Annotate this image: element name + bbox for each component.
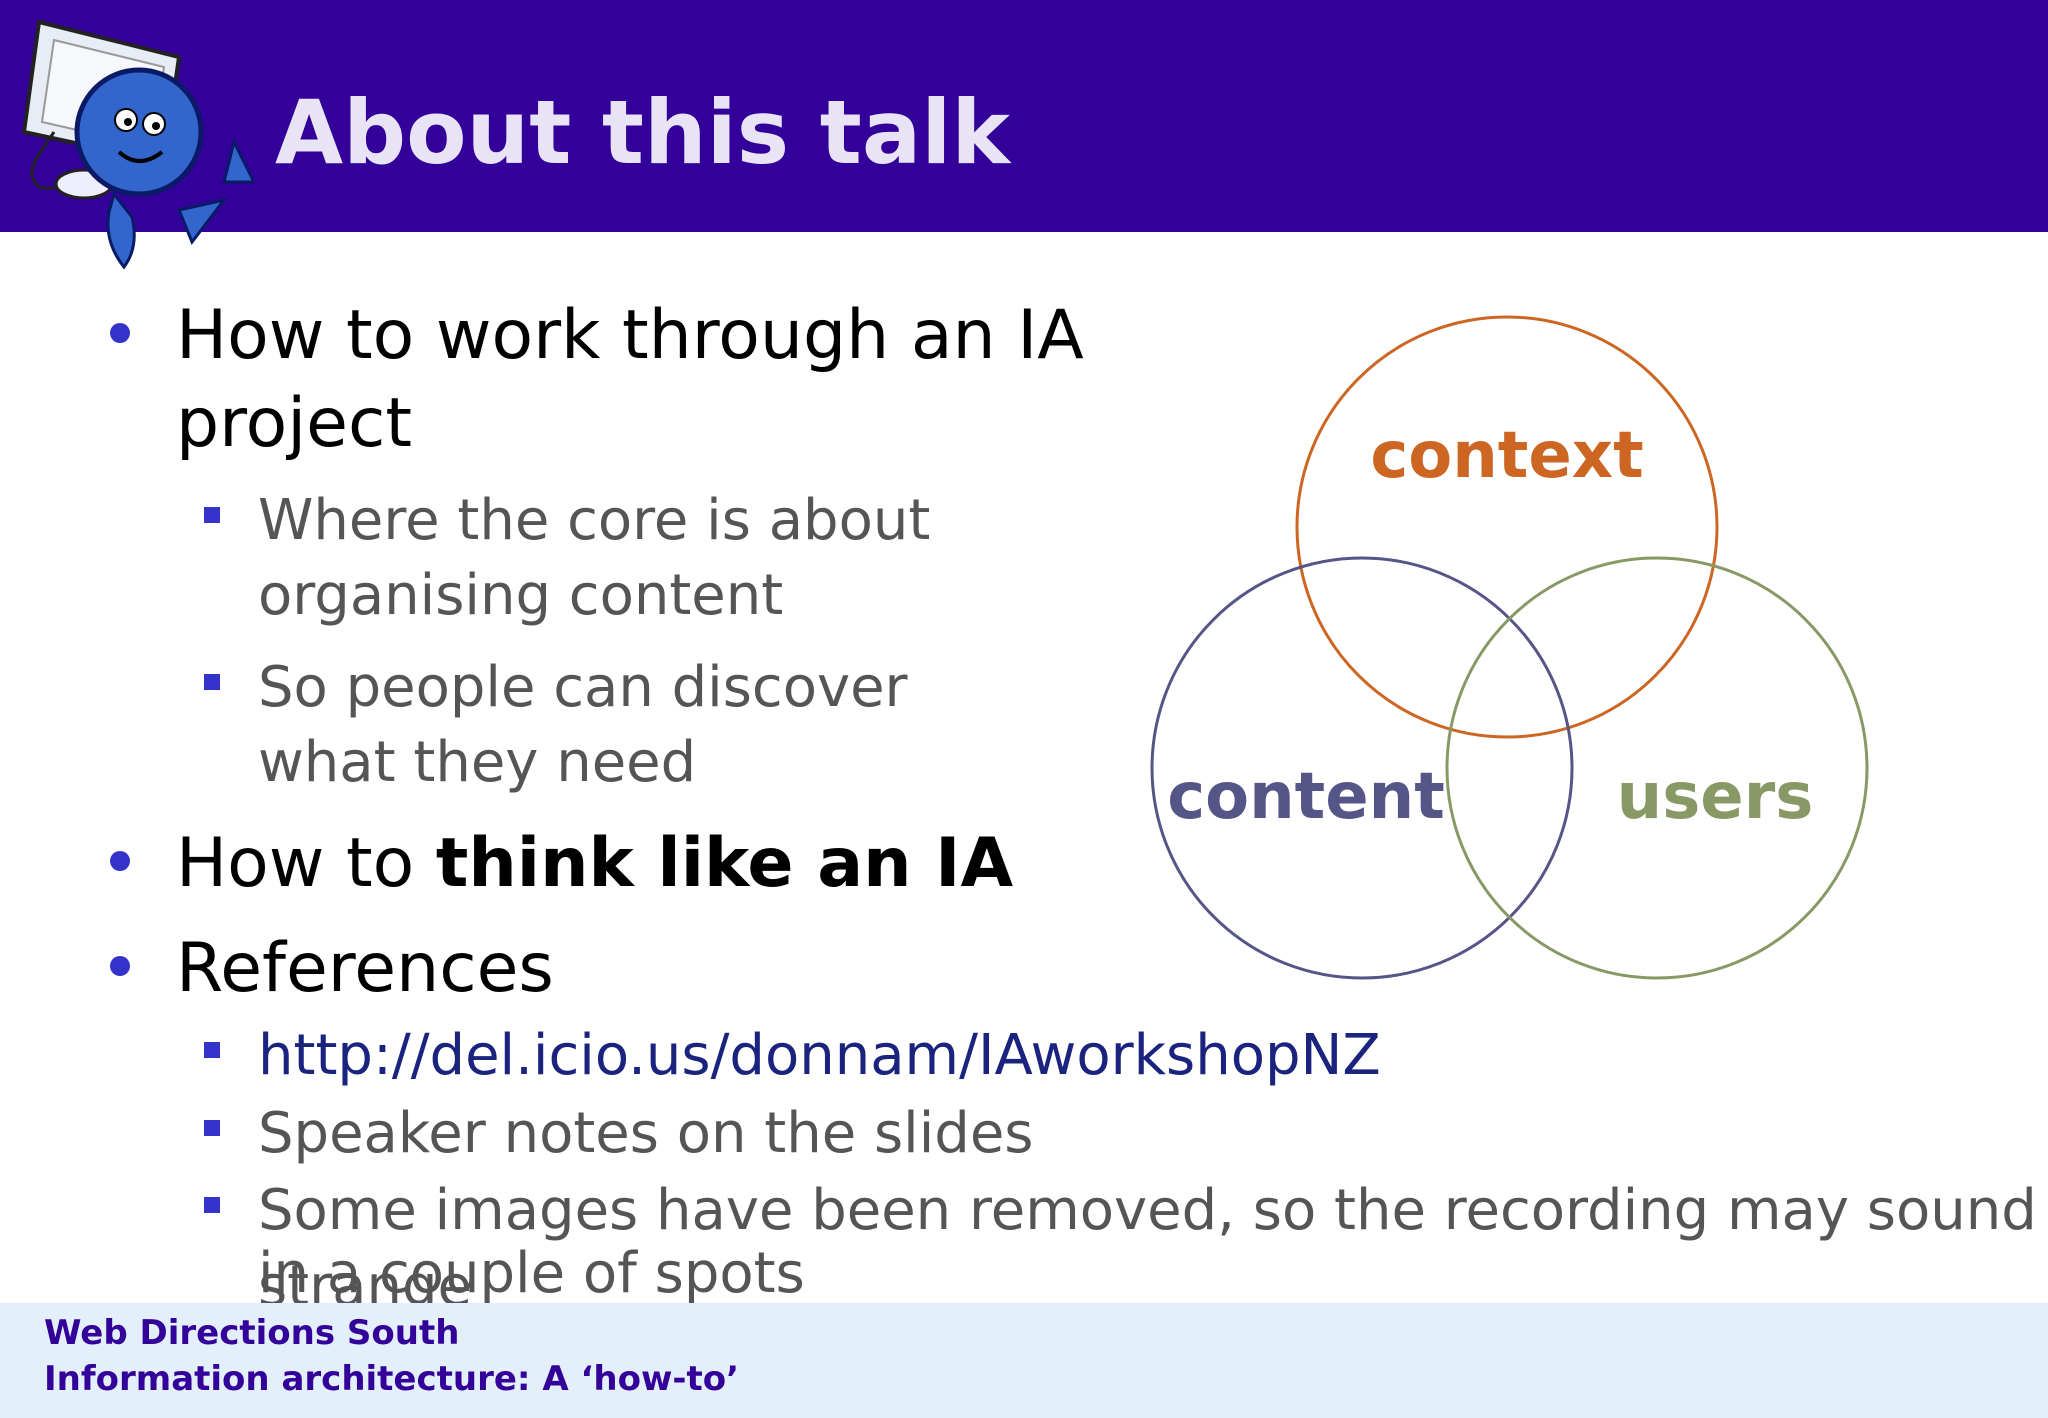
subbullet-discover: So people can discover xyxy=(204,650,908,726)
subbullet-images-removed: Some images have been removed, so the re… xyxy=(204,1173,2048,1325)
bullet-think-like-ia: How to think like an IA xyxy=(110,820,1014,908)
venn-label-users: users xyxy=(1617,760,1814,834)
bullet-text: project xyxy=(176,384,413,463)
venn-circle-users xyxy=(1445,556,1869,980)
subbullet-core: Where the core is about xyxy=(204,483,931,559)
subbullet-text: what they need xyxy=(258,730,697,795)
subbullet-text: organising content xyxy=(258,563,784,628)
slide-title: About this talk xyxy=(275,81,1010,184)
bullet-ia-project-cont: project xyxy=(176,380,412,468)
bullet-text: References xyxy=(176,929,554,1008)
subbullet-marker xyxy=(204,674,220,690)
bullet-references: References xyxy=(110,925,554,1013)
subbullet-marker xyxy=(204,1042,220,1058)
subbullet-marker xyxy=(204,1120,220,1136)
slide-header xyxy=(0,0,2048,232)
bullet-ia-project: How to work through an IA xyxy=(110,292,1084,380)
subbullet-discover-cont: what they need xyxy=(258,725,696,801)
subbullet-marker xyxy=(204,507,220,523)
venn-diagram: context content users xyxy=(1150,315,1869,980)
bullet-marker xyxy=(110,323,130,343)
subbullet-text: Speaker notes on the slides xyxy=(258,1101,1034,1166)
footer-conference: Web Directions South xyxy=(44,1313,460,1353)
subbullet-speaker-notes: Speaker notes on the slides xyxy=(204,1096,1034,1172)
computer-mascot-icon xyxy=(21,19,254,270)
subbullet-text: in a couple of spots xyxy=(258,1241,805,1306)
bullet-text-strong: think like an IA xyxy=(435,824,1014,903)
bullet-text: How to work through an IA xyxy=(176,296,1084,375)
footer-talk-title: Information architecture: A ‘how-to’ xyxy=(44,1359,740,1399)
subbullet-text: So people can discover xyxy=(258,655,908,720)
bullet-marker xyxy=(110,851,130,871)
subbullet-text: Where the core is about xyxy=(258,488,931,553)
bullet-marker xyxy=(110,956,130,976)
reference-link[interactable]: http://del.icio.us/donnam/IAworkshopNZ xyxy=(258,1023,1381,1088)
subbullet-core-cont: organising content xyxy=(258,558,783,634)
venn-label-content: content xyxy=(1167,760,1445,834)
subbullet-reference-link[interactable]: http://del.icio.us/donnam/IAworkshopNZ xyxy=(204,1018,1381,1094)
subbullet-images-removed-cont: in a couple of spots xyxy=(258,1236,805,1312)
venn-circle-content xyxy=(1150,556,1574,980)
slide-footer: Web Directions South Information archite… xyxy=(0,1303,2048,1418)
venn-label-context: context xyxy=(1370,419,1643,493)
subbullet-marker xyxy=(204,1197,220,1213)
bullet-text: How to xyxy=(176,824,436,903)
venn-circle-context xyxy=(1295,315,1719,739)
subbullet-text: Some images have been removed, so the re… xyxy=(258,1178,2037,1319)
